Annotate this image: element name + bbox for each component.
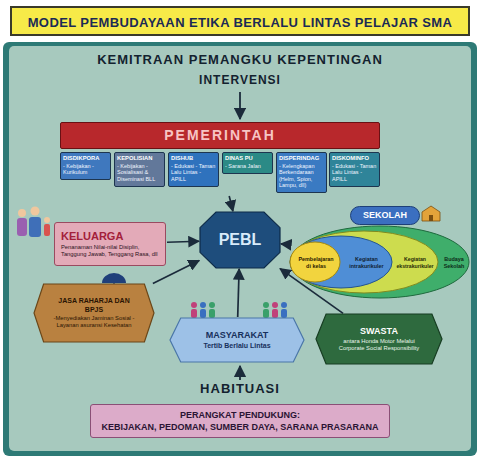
people-icon-head xyxy=(272,302,278,308)
connector-arrow xyxy=(281,243,287,245)
family-icon-head xyxy=(18,209,26,217)
node-heading: DINAS PU xyxy=(225,155,270,162)
community-hexagon: MASYARAKATTertib Berlalu Lintas xyxy=(170,318,304,362)
people-icon-head xyxy=(191,302,197,308)
private-hexagon-shape xyxy=(316,314,442,364)
family-icon-body xyxy=(17,218,27,236)
people-icon-body xyxy=(272,309,278,318)
node-body: - Kebijakan - Kurikulum xyxy=(63,163,108,176)
node-heading: Budaya Sekolah xyxy=(441,256,467,269)
node-heading: DISPERINDAG xyxy=(279,155,324,162)
agency-box: DISDIKPORA- Kebijakan - Kurikulum xyxy=(60,152,111,180)
school-icon-door xyxy=(429,215,433,221)
node-body: Penanaman Nilai-nilai Disiplin, Tanggung… xyxy=(61,244,159,258)
people-icon-head xyxy=(200,302,206,308)
people-icon-body xyxy=(281,309,287,318)
private-hexagon: SWASTAantara Honda Motor Melalui Corpora… xyxy=(316,314,442,364)
connector-arrow xyxy=(280,269,343,314)
node-heading: Kegiatan ekstrakurikuler xyxy=(395,256,435,268)
habituation-label: HABITUASI xyxy=(0,381,480,396)
title-banner: MODEL PEMBUDAYAAN ETIKA BERLALU LINTAS P… xyxy=(10,6,470,36)
node-body: - Kebijakan - Sosialisasi & Diseminasi B… xyxy=(117,163,162,182)
node-body: - Kelengkapan Berkendaraan (Helm, Spion,… xyxy=(279,163,324,189)
school-item: Budaya Sekolah xyxy=(440,255,468,270)
agency-box: DISPERINDAG- Kelengkapan Berkendaraan (H… xyxy=(276,152,327,193)
insurance-hexagon-outline xyxy=(34,284,154,342)
node-heading: PERANGKAT PENDUKUNG: xyxy=(97,410,383,421)
umbrella-icon xyxy=(102,273,126,283)
connector-arrow xyxy=(229,196,233,211)
school-region: SEKOLAH Pembelajaran di kelas Kegiatan int… xyxy=(288,206,470,300)
people-icon-body xyxy=(191,309,197,318)
node-body: Tertib Berlalu Lintas xyxy=(186,342,288,350)
people-icon-body xyxy=(200,309,206,318)
node-body: antara Honda Motor Melalui Corporate Soc… xyxy=(332,338,426,352)
node-heading: DISHUB xyxy=(171,155,216,162)
node-heading: Pembelajaran di kelas xyxy=(297,256,335,269)
habituation-arrow xyxy=(239,366,241,380)
node-body: - Edukasi - Taman Lalu Lintas - APILL xyxy=(332,163,377,182)
school-item: Kegiatan ekstrakurikuler xyxy=(394,255,436,270)
agency-box: DISHUB- Edukasi - Taman Lalu Lintas - AP… xyxy=(168,152,219,187)
people-icon-head xyxy=(263,302,269,308)
government-group: PEMERINTAH DISDIKPORA- Kebijakan - Kuriku… xyxy=(60,122,380,195)
insurance-hexagon-shape xyxy=(34,284,154,342)
school-ellipse-outer xyxy=(291,226,469,298)
people-icon-body xyxy=(263,309,269,318)
school-ellipse-class xyxy=(290,242,340,282)
node-body: - Edukasi - Taman Lalu Lintas - APILL xyxy=(171,163,216,182)
agency-box: DINAS PU- Sarana Jalan xyxy=(222,152,273,174)
node-heading: SWASTA xyxy=(332,326,426,337)
node-heading: JASA RAHARJA DAN BPJS xyxy=(50,297,138,314)
school-item: Kegiatan intrakurikuler xyxy=(343,255,390,270)
node-heading: KEPOLISIAN xyxy=(117,155,162,162)
connector-arrow xyxy=(238,269,239,317)
support-box: PERANGKAT PENDUKUNG:KEBIJAKAN, PEDOMAN, … xyxy=(90,404,390,438)
people-icon-head xyxy=(209,302,215,308)
pebl-octagon: PEBL xyxy=(200,212,280,268)
family-icon-head xyxy=(44,217,50,223)
family-icon-head xyxy=(31,207,40,216)
community-hexagon-shape xyxy=(170,318,304,362)
agency-box: KEPOLISIAN- Kebijakan - Sosialisasi & Di… xyxy=(114,152,165,187)
people-icon-head xyxy=(281,302,287,308)
intervention-arrow xyxy=(239,92,241,119)
node-heading: KELUARGA xyxy=(61,230,159,243)
family-icon-body xyxy=(44,224,50,236)
insurance-hexagon: JASA RAHARJA DAN BPJS-Menyediakan Jamina… xyxy=(34,284,154,342)
agency-box: DISKOMINFO- Edukasi - Taman Lalu Lintas … xyxy=(329,152,380,187)
partnership-heading: KEMITRAAN PEMANGKU KEPENTINGAN xyxy=(0,52,480,67)
node-body: KEBIJAKAN, PEDOMAN, SUMBER DAYA, SARANA … xyxy=(97,422,383,433)
school-item: Pembelajaran di kelas xyxy=(296,255,336,270)
node-heading: SEKOLAH xyxy=(350,206,420,225)
node-heading: DISKOMINFO xyxy=(332,155,377,162)
people-icon-body xyxy=(209,309,215,318)
intervention-label: INTERVENSI xyxy=(0,73,480,87)
node-body: - Sarana Jalan xyxy=(225,163,270,169)
school-icon xyxy=(422,206,440,221)
node-heading: MASYARAKAT xyxy=(186,330,288,341)
node-heading: PEMERINTAH xyxy=(60,122,380,149)
family-icon-body xyxy=(29,217,41,237)
node-body: -Menyediakan Jaminan Sosial -Layanan asu… xyxy=(50,315,138,329)
family-box: KELUARGAPenanaman Nilai-nilai Disiplin, … xyxy=(54,222,166,266)
school-ellipse-intra xyxy=(290,236,392,288)
node-heading: DISDIKPORA xyxy=(63,155,108,162)
pebl-octagon-shape xyxy=(200,212,280,268)
node-heading: Kegiatan intrakurikuler xyxy=(344,256,389,269)
connector-arrow xyxy=(167,240,199,243)
school-ellipse-extra xyxy=(290,231,438,293)
node-heading: PEBL xyxy=(204,231,276,250)
